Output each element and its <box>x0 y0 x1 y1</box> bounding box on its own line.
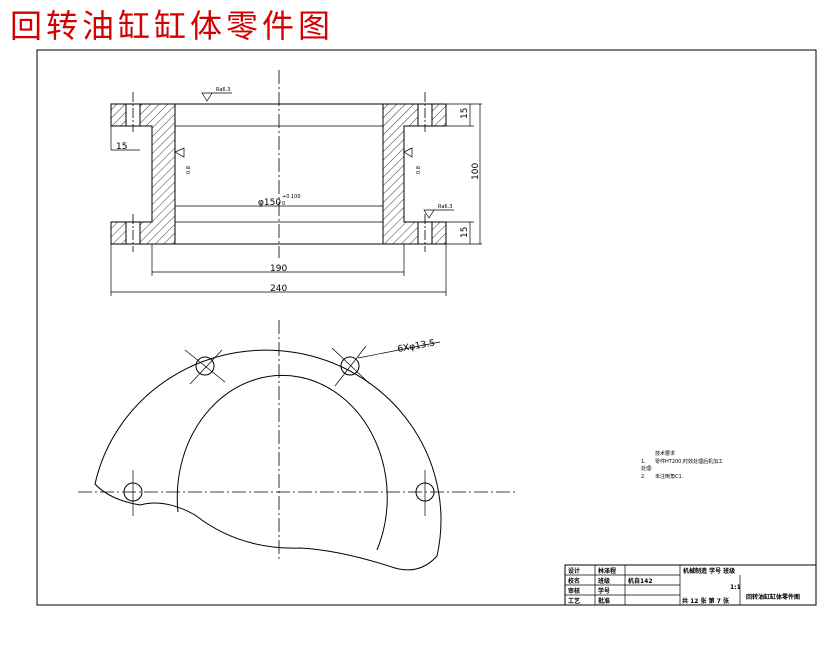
svg-text:1.: 1. <box>641 459 646 465</box>
title-block: 设计 林泽程 机械制造 学号 班级 校名 班级 机自142 审核 学号 1:1 … <box>564 564 817 606</box>
svg-text:学号: 学号 <box>598 587 610 595</box>
dim-step: 15 <box>116 142 127 152</box>
svg-text:1:1: 1:1 <box>730 584 741 591</box>
svg-text:班级: 班级 <box>598 577 610 585</box>
roughness-bore-right: 0.8 <box>416 166 422 174</box>
right-bottom-flange <box>431 221 447 245</box>
svg-text:林泽程: 林泽程 <box>598 567 616 575</box>
page-title: 回转油缸缸体零件图 <box>10 7 335 45</box>
plan-view: 6Xφ13.5 <box>78 320 515 571</box>
section-view: 15 15 15 100 φ150 +0.100 0 190 240 Ra6.3… <box>110 70 482 296</box>
svg-text:设计: 设计 <box>568 567 580 575</box>
dim-height: 100 <box>471 163 481 180</box>
inner-bore <box>176 374 388 551</box>
technical-requirements: 技术要求 1. 零件HT200,时效处理后机加工 处理: 2. 未注倒角C1. <box>641 450 723 480</box>
roughness-bottom: Ra6.3 <box>438 204 452 210</box>
svg-text:回转油缸缸体零件图: 回转油缸缸体零件图 <box>746 593 800 601</box>
hole-callout: 6Xφ13.5 <box>397 339 436 355</box>
dim-190: 190 <box>270 264 287 274</box>
dim-bottom-flange: 15 <box>460 227 470 238</box>
svg-text:技术要求: 技术要求 <box>655 450 675 457</box>
outer-profile <box>94 349 442 571</box>
svg-text:共 12 张 第 7 张: 共 12 张 第 7 张 <box>682 597 730 605</box>
bolt-hole <box>340 356 360 376</box>
svg-text:处理:: 处理: <box>641 465 653 472</box>
right-wall-section <box>382 103 419 245</box>
svg-text:机械制造 学号 班级: 机械制造 学号 班级 <box>683 567 735 575</box>
svg-text:机自142: 机自142 <box>628 577 653 585</box>
svg-text:工艺: 工艺 <box>568 597 580 605</box>
svg-text:2.: 2. <box>641 474 646 480</box>
dim-240: 240 <box>270 284 287 294</box>
drawing-frame <box>36 49 817 606</box>
left-top-flange <box>110 103 127 127</box>
left-wall-section <box>139 103 176 245</box>
roughness-top: Ra6.3 <box>216 87 230 93</box>
svg-text:未注倒角C1.: 未注倒角C1. <box>655 473 684 480</box>
dim-bore: φ150 <box>258 198 281 208</box>
roughness-bore-left: 0.8 <box>186 166 192 174</box>
dim-bore-tol-lower: 0 <box>282 201 285 207</box>
right-top-flange <box>431 103 447 127</box>
dim-top-flange: 15 <box>460 108 470 119</box>
bolt-hole <box>195 356 215 376</box>
svg-text:批准: 批准 <box>598 597 610 605</box>
svg-text:审核: 审核 <box>568 587 580 595</box>
svg-text:零件HT200,时效处理后机加工: 零件HT200,时效处理后机加工 <box>655 458 723 465</box>
left-bottom-flange <box>110 221 127 245</box>
dim-bore-tol-upper: +0.100 <box>282 194 301 200</box>
svg-text:校名: 校名 <box>568 577 580 585</box>
